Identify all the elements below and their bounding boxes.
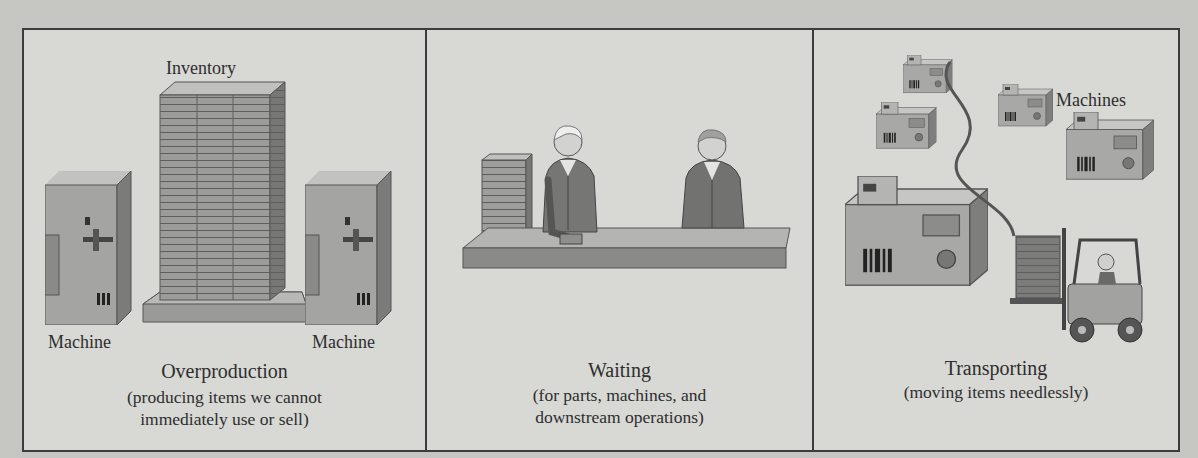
waste-title: Transporting [846, 357, 1146, 379]
waste-title: Waiting [470, 359, 770, 381]
illustration-label: Inventory [166, 57, 236, 79]
waste-title: Overproduction [75, 360, 375, 382]
illustration-label: Machine [312, 331, 375, 353]
waste-panel: Waiting (for parts, machines, and downstr… [425, 28, 814, 452]
waste-description: (producing items we cannot immediately u… [94, 386, 356, 430]
illustration-label: Machine [48, 331, 111, 353]
waste-description: (for parts, machines, and downstream ope… [496, 384, 744, 428]
waste-description: (moving items needlessly) [836, 381, 1156, 403]
waste-panel: Overproduction (producing items we cannot… [22, 28, 427, 452]
illustration-label: Machines [1056, 89, 1126, 111]
